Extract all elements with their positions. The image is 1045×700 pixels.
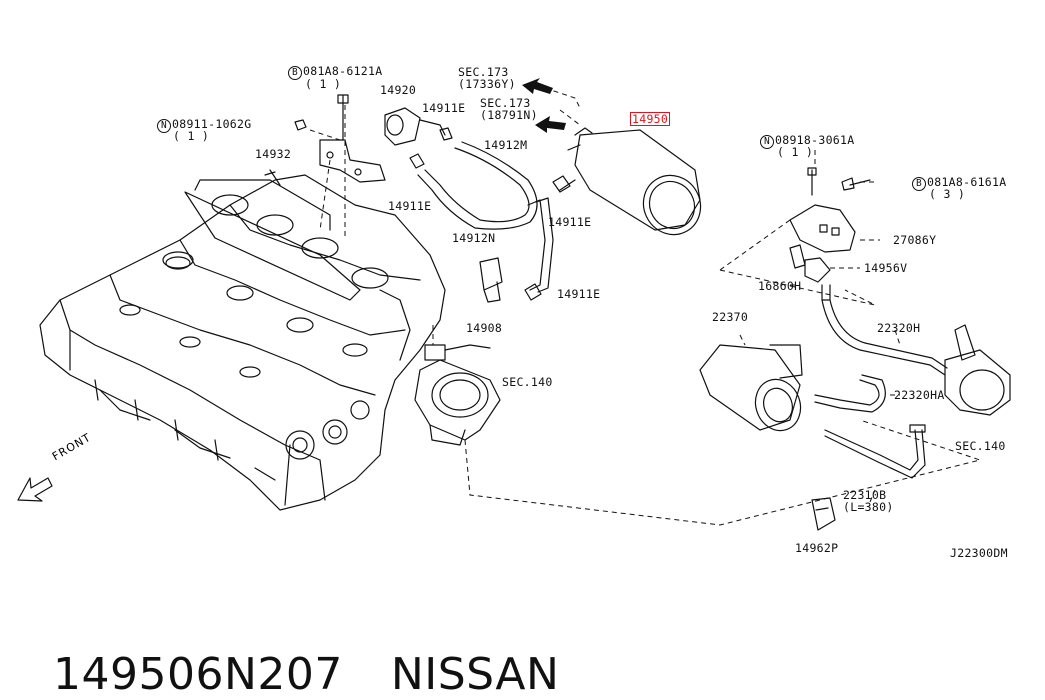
label-sec173-a: SEC.173 — [458, 65, 509, 79]
label-22320H: 22320H — [877, 321, 921, 335]
hose-assembly-drawing — [409, 127, 571, 303]
label-sec173-a-sub: (17336Y) — [458, 77, 516, 91]
label-14912N: 14912N — [452, 231, 496, 245]
label-14912M: 14912M — [484, 138, 528, 152]
label-27086Y: 27086Y — [893, 233, 937, 247]
canister-14950-drawing — [559, 127, 702, 236]
label-sec173-b-sub: (18791N) — [480, 108, 538, 122]
throttle-body-drawing — [414, 344, 501, 446]
label-14908: 14908 — [466, 321, 503, 335]
label-14950-highlighted[interactable]: 14950 — [630, 112, 671, 126]
front-arrow-icon — [17, 477, 53, 502]
label-22310B: 22310B — [843, 488, 887, 502]
bracket-27086Y-drawing — [789, 167, 871, 301]
brand-name: NISSAN — [390, 649, 560, 700]
label-22320HA: 22320HA — [894, 388, 945, 402]
filter-22370-drawing — [699, 344, 803, 432]
label-14911E-b: 14911E — [388, 199, 432, 213]
guide-line — [432, 325, 982, 526]
label-sec140-a: SEC.140 — [502, 375, 553, 389]
label-bolt-6161A-qty: ( 3 ) — [929, 187, 966, 201]
label-16860H: 16860H — [758, 279, 802, 293]
bracket-14932-drawing — [294, 94, 446, 183]
guide-line — [309, 105, 346, 238]
hose-22310B-drawing — [824, 424, 926, 479]
label-14911E-c: 14911E — [548, 215, 592, 229]
label-14962P: 14962P — [795, 541, 839, 555]
diagram-code: J22300DM — [950, 546, 1008, 560]
label-22310B-length: (L=380) — [843, 500, 894, 514]
label-nut-3061A-qty: ( 1 ) — [777, 145, 814, 159]
label-14956V: 14956V — [864, 261, 908, 275]
label-sec140-b: SEC.140 — [955, 439, 1006, 453]
label-14911E-a: 14911E — [422, 101, 466, 115]
part-number: 149506N207 — [52, 649, 343, 700]
label-14920: 14920 — [380, 83, 417, 97]
arrow-sec173-b-icon — [535, 116, 566, 133]
label-sec173-b: SEC.173 — [480, 96, 531, 110]
guide-line — [544, 87, 581, 126]
engine-block-drawing — [39, 169, 446, 511]
label-14911E-d: 14911E — [557, 287, 601, 301]
clip-14962P-drawing — [811, 497, 836, 531]
label-bolt-qty: ( 1 ) — [305, 77, 342, 91]
footer-caption: 149506N207 NISSAN — [24, 598, 607, 700]
label-14932: 14932 — [255, 147, 292, 161]
arrow-sec173-a-icon — [522, 78, 553, 94]
hose-22320H-drawing — [814, 299, 1011, 416]
guide-line — [790, 239, 880, 286]
label-22370: 22370 — [712, 310, 749, 324]
label-nut-qty: ( 1 ) — [173, 129, 210, 143]
guide-line — [739, 329, 901, 503]
